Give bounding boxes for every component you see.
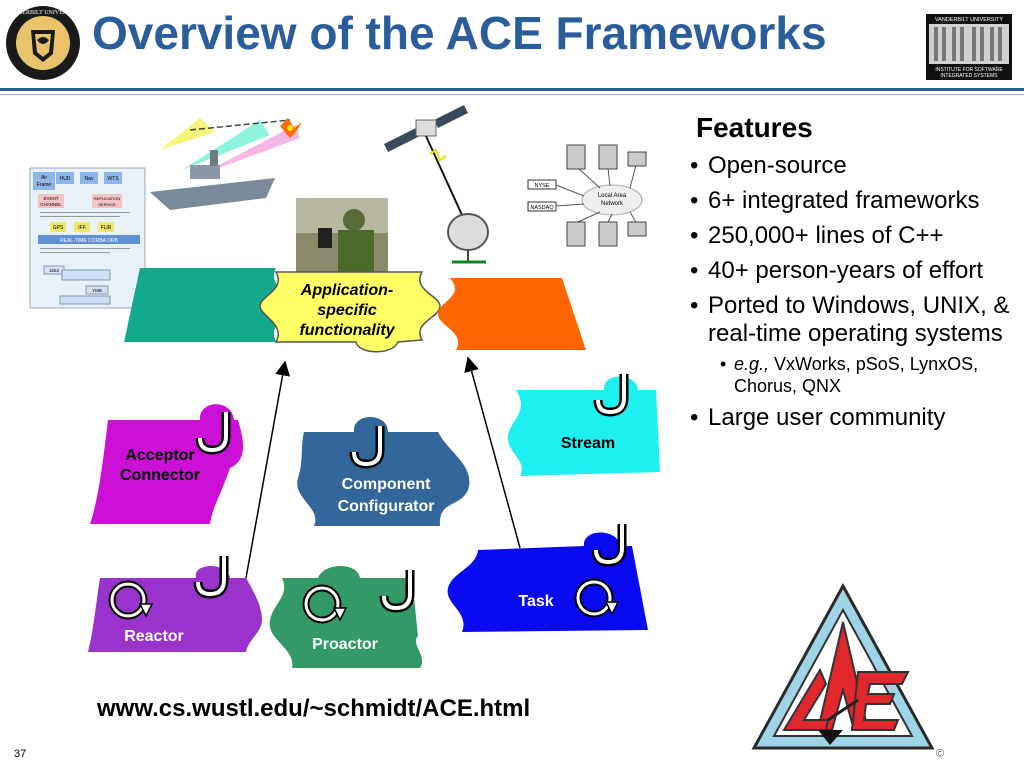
acceptor-label-line-2: Connector xyxy=(120,467,200,484)
page-title: Overview of the ACE Frameworks xyxy=(92,7,827,59)
acceptor-connector-label: Acceptor Connector xyxy=(100,446,220,486)
feature-item-text: 40+ person-years of effort xyxy=(708,257,984,284)
ship-radar-image xyxy=(150,118,302,210)
air-frame-label-2: Frame xyxy=(37,182,52,188)
acceptor-label-line-1: Acceptor xyxy=(125,447,195,464)
puzzle-piece-acceptor xyxy=(90,404,244,524)
puzzle-piece-stream xyxy=(507,376,660,476)
network-diagram: Local Area Network NYSE NASDAQ xyxy=(527,144,647,247)
component-label-line-1: Component xyxy=(341,476,431,493)
feature-subitem-text: VxWorks, pSoS, LynxOS, Chorus, QNX xyxy=(734,354,979,396)
mission-bus-label: 1553 xyxy=(49,268,60,273)
isis-logo-text-2: INTEGRATED SYSTEMS xyxy=(940,73,998,79)
cycle-icon xyxy=(108,578,620,624)
component-configurator-label: Component Configurator xyxy=(316,474,456,518)
iff-label: IFF xyxy=(78,225,86,231)
vanderbilt-seal-logo: VANDERBILT UNIVERSITY xyxy=(6,6,81,80)
copyright-mark: © xyxy=(936,748,945,760)
feature-item-text: Large user community xyxy=(708,404,946,431)
air-frame-label: Air xyxy=(41,175,47,181)
feature-item-text: 6+ integrated frameworks xyxy=(708,187,980,214)
features-heading: Features xyxy=(696,112,813,143)
replication-label-2: SERVICE xyxy=(98,202,116,207)
component-label-line-2: Configurator xyxy=(337,498,435,515)
reactor-label: Reactor xyxy=(124,628,184,645)
ace-logo xyxy=(751,582,935,750)
flir-label: FLIR xyxy=(101,225,112,231)
lan-label-2: Network xyxy=(601,201,624,207)
ace-url-link[interactable]: www.cs.wustl.edu/~schmidt/ACE.html xyxy=(97,695,531,722)
feature-subitem-emphasis: e.g., xyxy=(734,354,770,374)
soldier-photo xyxy=(296,198,388,273)
app-label-line-2: specific xyxy=(317,302,377,319)
feature-item: Large user community xyxy=(690,404,1020,432)
gps-label: GPS xyxy=(53,225,64,231)
feature-item: 250,000+ lines of C++ xyxy=(690,222,1020,250)
header-rule-thin xyxy=(0,94,1024,95)
replication-label: REPLICATION xyxy=(94,196,120,201)
feature-item: Open-source xyxy=(690,152,1020,180)
stream-label: Stream xyxy=(560,435,616,452)
task-to-app-arrow xyxy=(464,356,521,549)
wts-label: WTS xyxy=(107,176,119,182)
page-number: 37 xyxy=(14,748,27,760)
ymb-label: YMB xyxy=(92,288,102,293)
satellite-image xyxy=(384,105,489,264)
isis-logo-text-1: INSTITUTE FOR SOFTWARE xyxy=(935,67,1003,73)
puzzle-piece-green xyxy=(124,268,296,342)
header-rule xyxy=(0,88,1024,91)
isis-logo: VANDERBILT UNIVERSITY INSTITUTE FOR SOFT… xyxy=(926,14,1012,80)
feature-item: 6+ integrated frameworks xyxy=(690,187,1020,215)
nasdaq-label: NASDAQ xyxy=(530,205,554,211)
feature-item: Ported to Windows, UNIX, & real-time ope… xyxy=(690,292,1020,348)
feature-subitem: e.g., VxWorks, pSoS, LynxOS, Chorus, QNX xyxy=(690,353,1020,397)
puzzle-piece-orange xyxy=(438,278,586,350)
orb-label: REAL-TIME CORBA ORB xyxy=(60,238,118,244)
lan-label: Local Area xyxy=(598,193,627,199)
app-label-line-1: Application- xyxy=(300,282,394,299)
nyse-label: NYSE xyxy=(535,183,550,189)
proactor-label: Proactor xyxy=(312,636,378,653)
hud-label: HUD xyxy=(60,176,71,182)
feature-item-text: 250,000+ lines of C++ xyxy=(708,222,944,249)
feature-item: 40+ person-years of effort xyxy=(690,257,1020,285)
feature-item-text: Open-source xyxy=(708,152,847,179)
isis-logo-top-text: VANDERBILT UNIVERSITY xyxy=(935,17,1003,23)
reactor-to-app-arrow xyxy=(245,360,290,579)
avionics-diagram: Air Frame HUD Nav WTS EVENT CHANNEL REPL… xyxy=(29,167,146,309)
puzzle-piece-app xyxy=(259,271,441,353)
channel-label: CHANNEL xyxy=(40,202,62,207)
feature-list: Open-source 6+ integrated frameworks 250… xyxy=(690,152,1020,439)
puzzle-piece-component xyxy=(297,417,470,526)
nav-label: Nav xyxy=(85,176,94,182)
frameworks-diagram: Air Frame HUD Nav WTS EVENT CHANNEL REPL… xyxy=(29,105,660,668)
app-label-line-3: functionality xyxy=(299,322,395,339)
vanderbilt-seal-text: VANDERBILT UNIVERSITY xyxy=(6,10,81,16)
app-label: Application- specific functionality xyxy=(272,281,422,341)
feature-item-text: Ported to Windows, UNIX, & real-time ope… xyxy=(708,292,1010,347)
task-label: Task xyxy=(518,593,554,610)
event-label: EVENT xyxy=(43,196,58,201)
